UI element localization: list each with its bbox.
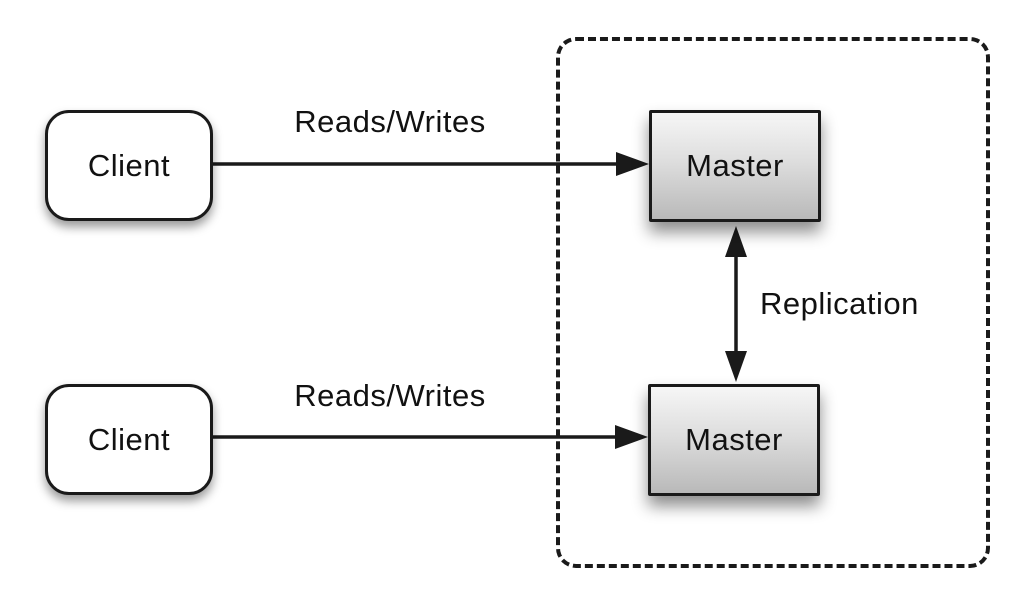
- client-node-bottom-label: Client: [87, 421, 171, 457]
- master-node-top: Master: [649, 110, 821, 222]
- client-node-top: Client: [45, 110, 213, 221]
- client-node-top-label: Client: [87, 147, 171, 183]
- dashed-group-boundary: [556, 37, 990, 568]
- replication-label: Replication: [760, 286, 919, 321]
- master-node-bottom-label: Master: [685, 422, 783, 457]
- client-node-bottom: Client: [45, 384, 213, 495]
- master-node-bottom: Master: [648, 384, 820, 496]
- master-node-top-label: Master: [686, 148, 784, 183]
- reads-writes-label-top: Reads/Writes: [294, 104, 486, 139]
- reads-writes-label-bottom: Reads/Writes: [294, 378, 486, 413]
